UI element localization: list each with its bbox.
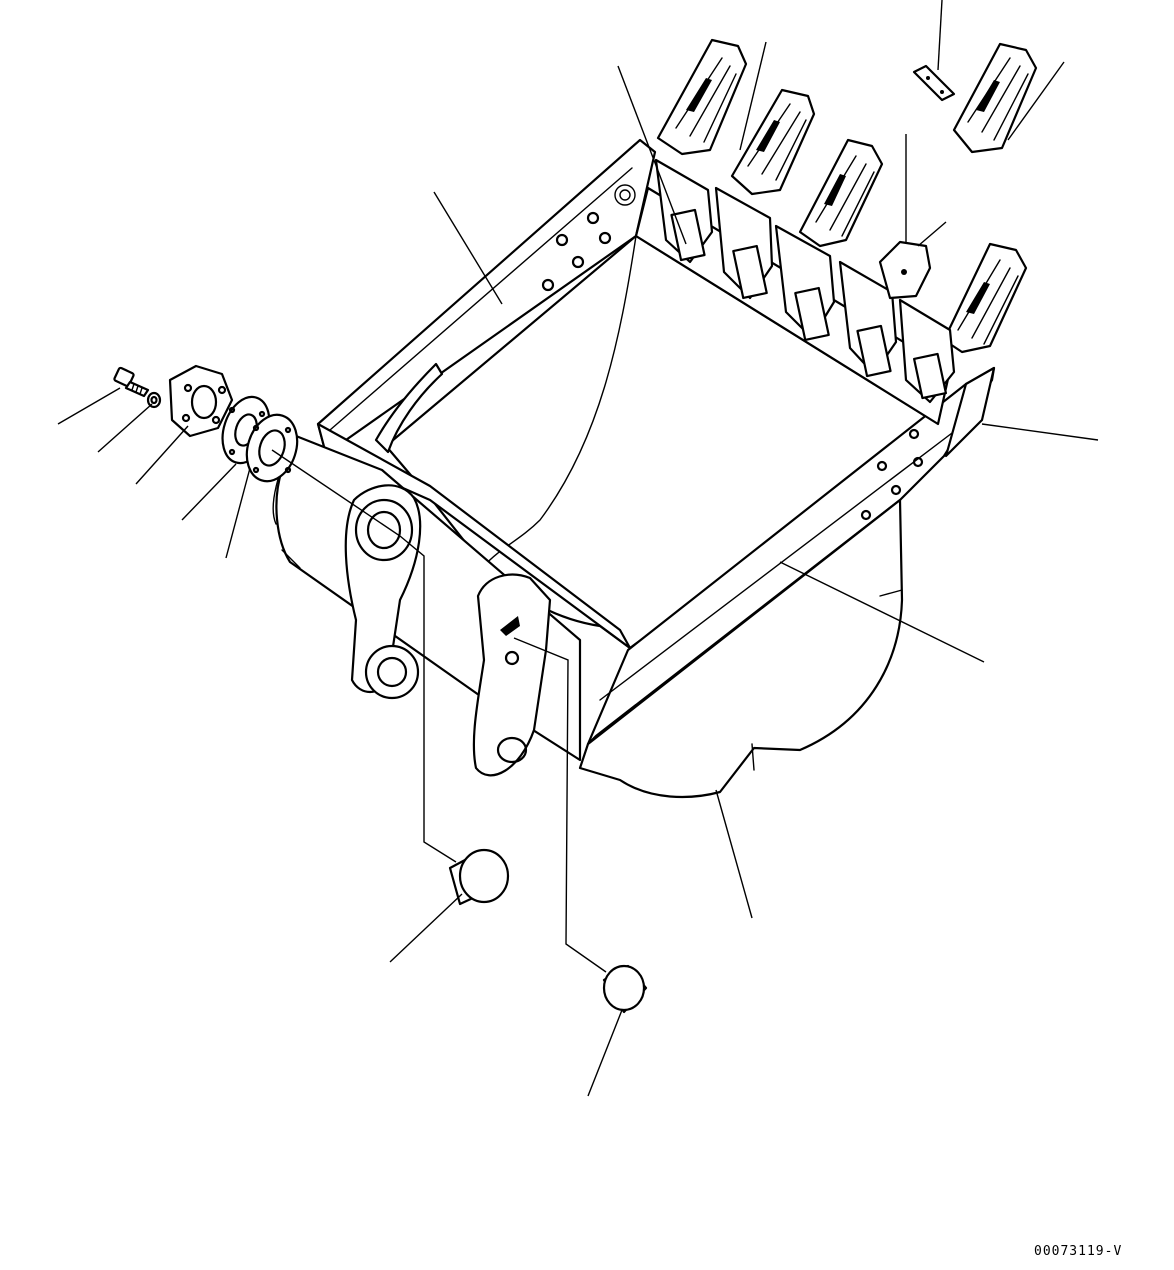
tooth-1 bbox=[656, 38, 748, 156]
retainer-plate bbox=[168, 364, 234, 438]
bucket-body bbox=[272, 138, 996, 799]
adapter-3 bbox=[774, 224, 836, 342]
tooth-4-worn bbox=[878, 240, 932, 300]
adapter-2 bbox=[714, 186, 774, 300]
tooth-lock-pin bbox=[912, 64, 956, 102]
spare-tooth bbox=[952, 42, 1038, 154]
bushing-small bbox=[602, 964, 648, 1014]
bucket-shell bbox=[578, 498, 904, 799]
bucket-teeth bbox=[656, 38, 1028, 404]
lock-washer bbox=[146, 391, 162, 409]
side-cutter bbox=[944, 366, 996, 458]
top-bracket-lug bbox=[374, 362, 444, 454]
drawing-code: 00073119-V bbox=[1034, 1244, 1123, 1259]
bushing-large bbox=[448, 848, 510, 906]
left-plate-holes bbox=[541, 184, 636, 292]
tooth-5 bbox=[942, 242, 1028, 354]
right-plate-holes bbox=[860, 428, 924, 521]
tooth-3 bbox=[798, 138, 884, 248]
adapter-5 bbox=[898, 298, 956, 404]
leader-lines bbox=[57, 0, 1099, 1097]
shim-ring-2 bbox=[245, 413, 299, 483]
tooth-adapters bbox=[654, 158, 898, 378]
tooth-2 bbox=[730, 88, 816, 196]
hinge-plate-right bbox=[472, 573, 552, 777]
adapter-1 bbox=[654, 158, 714, 264]
bolt bbox=[113, 366, 150, 398]
exploded-hardware bbox=[113, 364, 299, 483]
adapter-4 bbox=[838, 260, 898, 378]
hinge-plates bbox=[344, 484, 552, 777]
